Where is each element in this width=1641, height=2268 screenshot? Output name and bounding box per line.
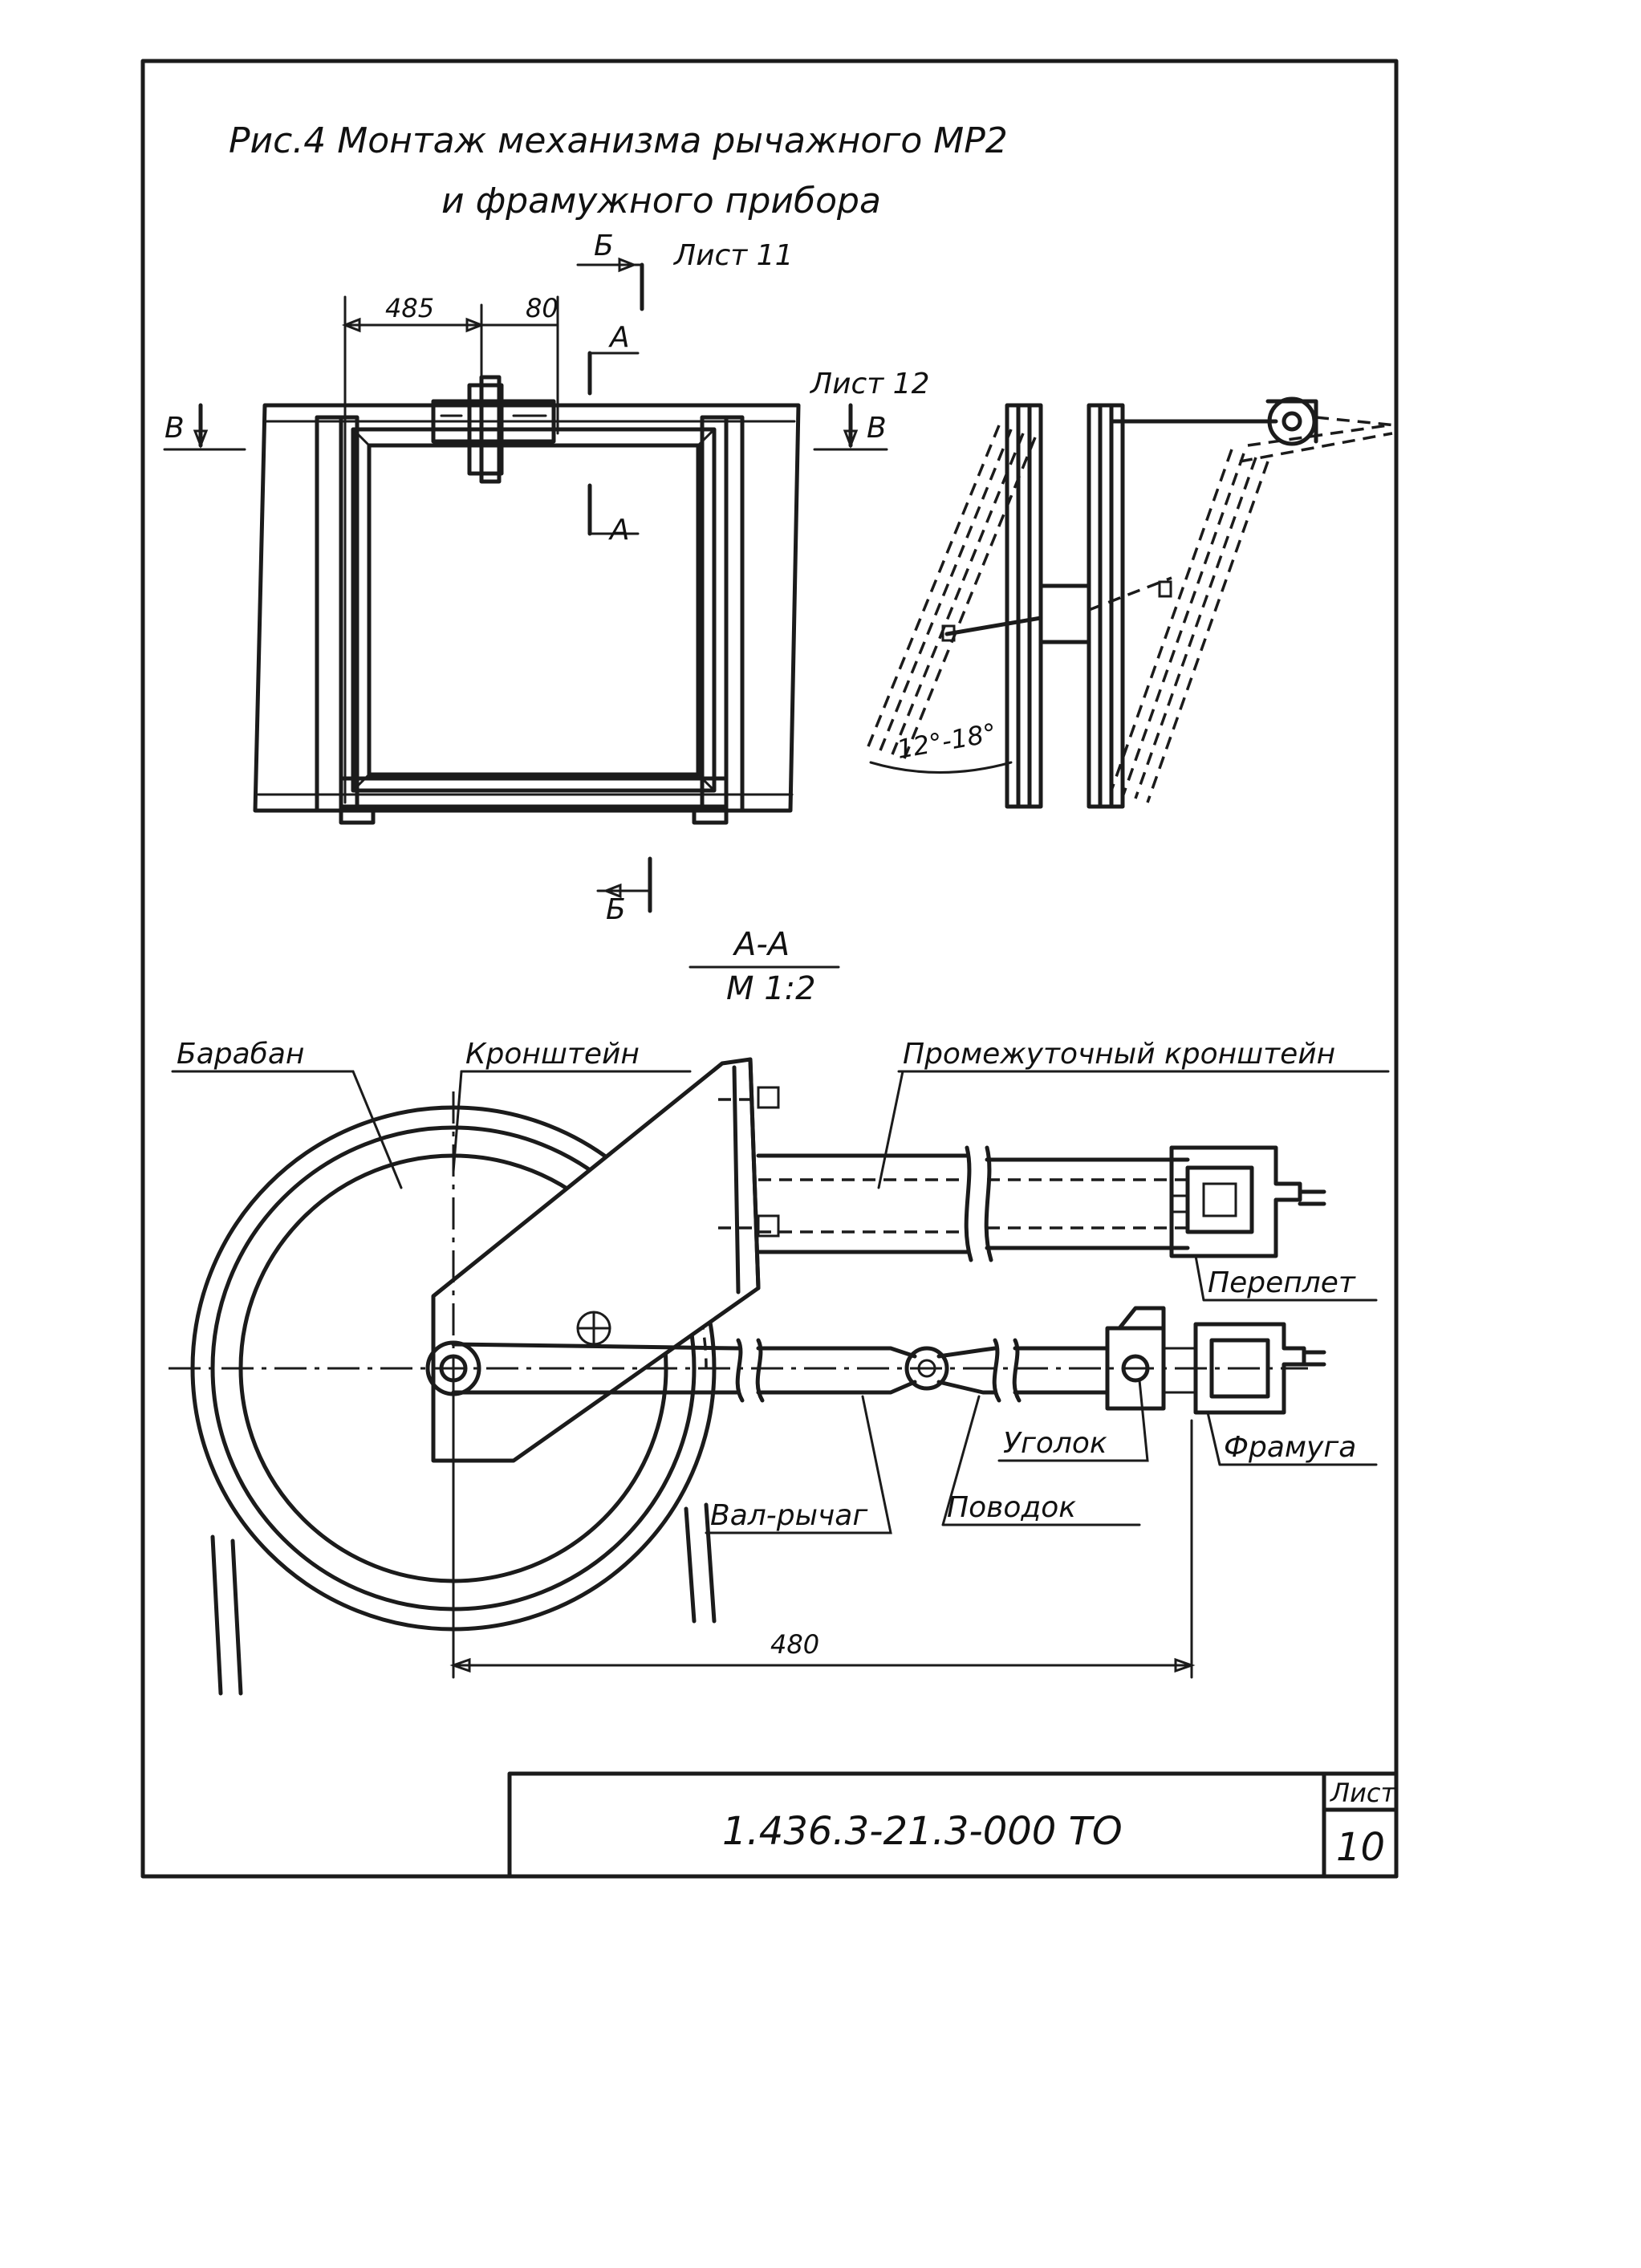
sheet-frame [140,59,1399,1879]
sheet-number: 10 [1336,1825,1385,1870]
label-angle-piece: Уголок [997,1379,1149,1462]
section-aa-view: 480 [169,1057,1326,1696]
dim-480: 480 [770,1629,819,1660]
label-drum: Барабан [171,1038,403,1189]
label-shaft-lever: Вал-рычаг [705,1395,892,1534]
side-swing-view: 12°-18° [865,396,1397,809]
section-marker-b-bottom: Б [596,856,652,926]
section-marker-b-top: Б [576,230,644,311]
svg-text:Б: Б [594,230,614,262]
svg-text:В: В [165,412,185,445]
svg-text:А: А [608,321,630,354]
swing-angle-label: 12°-18° [895,717,999,765]
svg-text:Кронштейн: Кронштейн [465,1038,640,1071]
svg-text:Барабан: Барабан [177,1038,304,1071]
sheet-ref-11: Лист 11 [672,239,793,272]
section-marker-v-right: В [813,403,888,451]
sheet-ref-12: Лист 12 [809,368,929,400]
section-marker-a-bottom: А [587,483,640,547]
figure-title-line1: Рис.4 Монтаж механизма рычажного МР2 [229,120,1008,161]
dim-485: 485 [385,293,434,323]
section-marker-a-top: А [587,321,640,396]
svg-text:Переплет: Переплет [1208,1266,1356,1299]
svg-text:В: В [867,412,887,445]
section-marker-v-left: В [163,403,246,451]
svg-text:Б: Б [606,893,626,926]
svg-text:Поводок: Поводок [947,1491,1076,1524]
sheet-label: Лист [1330,1778,1396,1808]
section-aa-scale: М 1:2 [726,970,816,1007]
svg-text:Уголок: Уголок [1003,1427,1107,1460]
dim-80: 80 [526,293,559,323]
label-transom: Фрамуга [1206,1411,1378,1466]
label-drive-rod: Поводок [941,1395,1141,1526]
label-bracket: Кронштейн [452,1038,692,1173]
figure-title-line2: и фрамужного прибора [441,181,881,222]
section-aa-heading: А-А [732,926,790,963]
svg-text:Фрамуга: Фрамуга [1224,1431,1356,1464]
svg-text:Вал-рычаг: Вал-рычаг [710,1499,868,1532]
title-block: 1.436.3-21.3-000 ТО Лист 10 [507,1771,1399,1879]
front-elevation-view: 485 80 [253,293,801,825]
svg-text:А: А [608,514,630,547]
document-code: 1.436.3-21.3-000 ТО [722,1809,1123,1854]
svg-text:Промежуточный кронштейн: Промежуточный кронштейн [903,1038,1335,1071]
label-sash-frame: Переплет [1194,1254,1378,1302]
label-intermediate-bracket: Промежуточный кронштейн [877,1038,1390,1189]
